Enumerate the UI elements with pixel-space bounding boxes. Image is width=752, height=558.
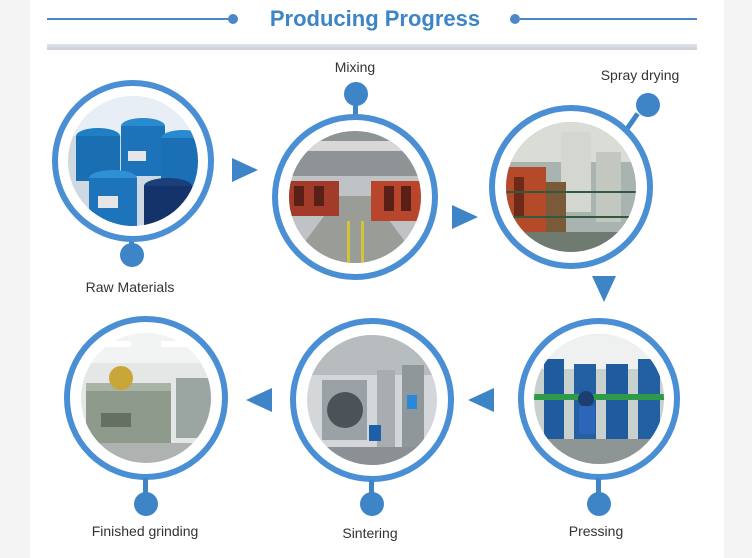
triangle-arrow-icon [232, 158, 258, 182]
triangle-arrow-icon [452, 205, 478, 229]
header-dot-right [510, 14, 520, 24]
finished-grinding-photo [81, 333, 211, 463]
header-line-right [520, 18, 697, 20]
stage-mixing-knob [344, 82, 368, 106]
stage-spray-knob [636, 93, 660, 117]
raw-materials-photo [68, 96, 198, 226]
pressing-photo [534, 334, 664, 464]
title-divider-bar [47, 44, 697, 50]
sintering-photo [307, 335, 437, 465]
header-dot-left [228, 14, 238, 24]
stage-pressing-knob [587, 492, 611, 516]
stage-mixing-label: Mixing [334, 59, 376, 75]
stage-spray-label: Spray drying [600, 67, 680, 83]
header-line-left [47, 18, 232, 20]
mixing-photo [289, 131, 421, 263]
spray-drying-photo [506, 122, 636, 252]
stage-grinding-knob [134, 492, 158, 516]
triangle-arrow-icon [592, 276, 616, 302]
stage-grinding-label: Finished grinding [91, 523, 199, 539]
page-title: Producing Progress [269, 6, 481, 31]
stage-sintering-knob [360, 492, 384, 516]
triangle-arrow-icon [246, 388, 272, 412]
stage-sintering-label: Sintering [342, 525, 398, 541]
stage-pressing-label: Pressing [568, 523, 624, 539]
triangle-arrow-icon [468, 388, 494, 412]
stage-raw-label: Raw Materials [85, 279, 175, 295]
stage-raw-knob [120, 243, 144, 267]
